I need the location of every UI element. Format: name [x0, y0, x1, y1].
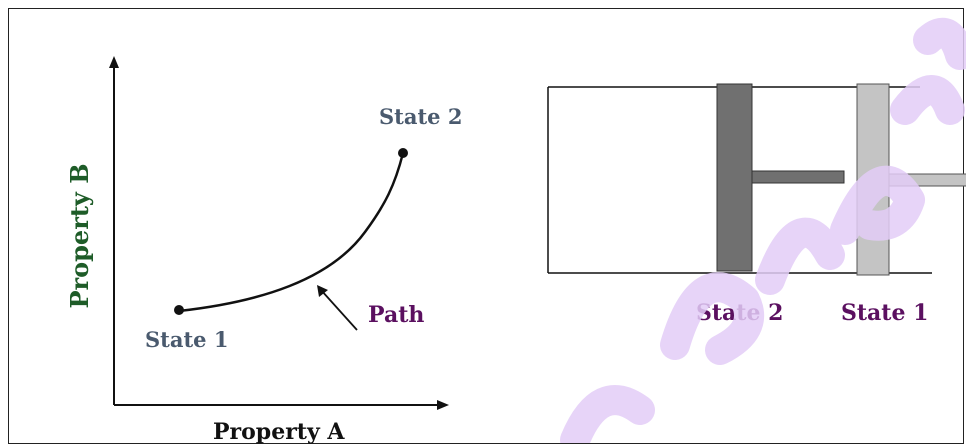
piston-state1-label: State 1: [841, 300, 929, 326]
y-axis-label: Property B: [65, 163, 94, 309]
piston-state2-rod: [751, 170, 845, 184]
x-axis-label: Property A: [213, 419, 345, 445]
x-axis-arrowhead: [437, 400, 449, 410]
path-label: Path: [368, 302, 425, 328]
state2-point: [398, 148, 408, 158]
y-axis-arrowhead: [109, 56, 119, 68]
graph-state1-label: State 1: [145, 327, 229, 352]
graph-state2-label: State 2: [379, 104, 463, 129]
piston-state2-head: [716, 83, 753, 272]
piston-state1-head: [856, 83, 890, 276]
process-path-curve: [178, 152, 405, 313]
path-pointer-arrow: [320, 289, 358, 331]
piston-state2-label: State 2: [696, 300, 784, 326]
path-pointer-arrowhead: [317, 285, 328, 297]
piston-state1-rod: [888, 173, 966, 187]
state1-point: [174, 305, 184, 315]
